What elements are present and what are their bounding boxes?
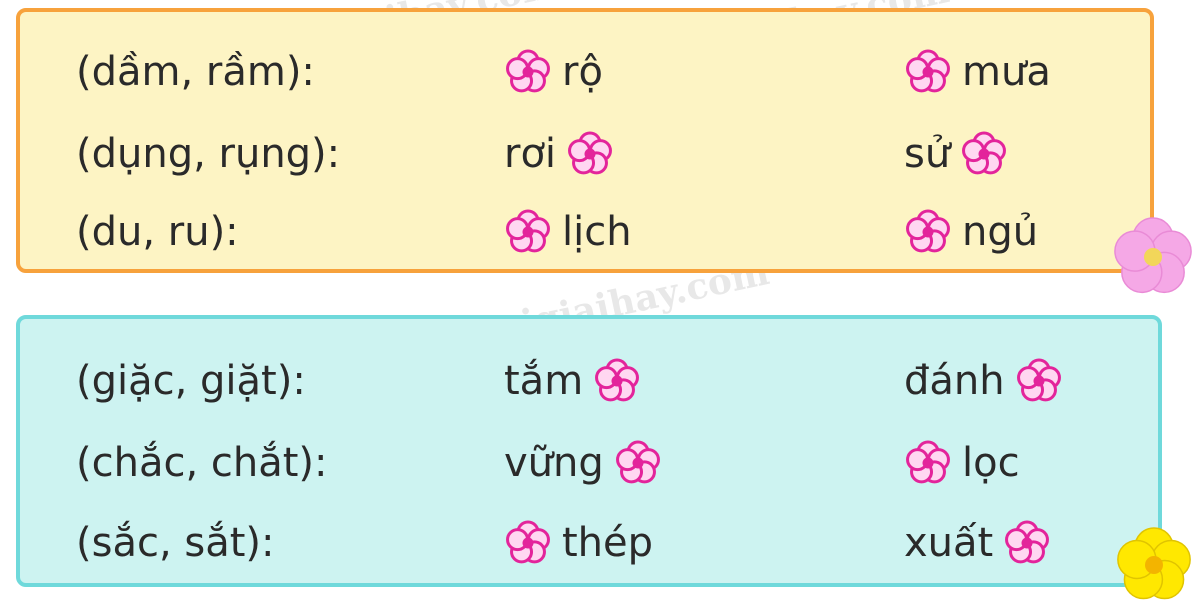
word-choice-label: (giặc, giặt):: [76, 358, 306, 404]
flower-blank-icon: [568, 131, 612, 175]
exercise-row: (chắc, chắt): vững lọc: [20, 433, 1158, 493]
phrase-blank-2: ngủ: [904, 202, 1038, 262]
word-text: mưa: [962, 49, 1051, 95]
exercise-row: (sắc, sắt): thép xuất: [20, 513, 1158, 573]
flower-blank-icon: [906, 49, 950, 93]
word-choice-label: (sắc, sắt):: [76, 520, 275, 566]
phrase-blank-2: đánh: [904, 351, 1063, 411]
word-text: tắm: [504, 358, 584, 404]
flower-blank-icon: [1016, 358, 1061, 402]
word-text: lịch: [562, 209, 632, 255]
word-text: ngủ: [962, 209, 1039, 255]
word-choice-label: (chắc, chắt):: [76, 440, 328, 486]
pink-flower-decoration: [1114, 217, 1192, 294]
word-choice-label: (dầm, rầm):: [76, 49, 315, 95]
flower-blank-icon: [615, 440, 660, 484]
exercise-row: (giặc, giặt): tắm đánh: [20, 351, 1158, 411]
word-text: rơi: [504, 131, 557, 177]
word-text: rộ: [562, 49, 603, 95]
phrase-blank-2: mưa: [904, 42, 1051, 102]
flower-blank-icon: [506, 49, 550, 93]
flower-blank-icon: [595, 358, 640, 402]
word-text: sử: [904, 131, 951, 177]
phrase-blank-1: rộ: [504, 42, 603, 102]
phrase-blank-1: lịch: [504, 202, 632, 262]
flower-blank-icon: [506, 209, 550, 253]
exercise-row: (dầm, rầm): rộ mưa: [20, 42, 1150, 102]
top-exercise-box: (dầm, rầm): rộ mưa (dụng, rụng): rơi sử (du, r…: [16, 8, 1154, 273]
exercise-row: (du, ru): lịch ngủ: [20, 202, 1150, 262]
flower-blank-icon: [906, 440, 950, 484]
word-text: thép: [562, 520, 654, 566]
word-text: lọc: [962, 440, 1020, 486]
phrase-blank-1: vững: [504, 433, 662, 493]
bottom-exercise-box: (giặc, giặt): tắm đánh (chắc, chắt): vững lọc…: [16, 315, 1162, 587]
flower-blank-icon: [506, 520, 550, 564]
word-choice-label: (dụng, rụng):: [76, 131, 341, 177]
word-text: vững: [504, 440, 604, 486]
word-text: đánh: [904, 358, 1005, 404]
exercise-row: (dụng, rụng): rơi sử: [20, 124, 1150, 184]
phrase-blank-1: tắm: [504, 351, 641, 411]
yellow-flower-decoration: [1117, 527, 1191, 600]
word-choice-label: (du, ru):: [76, 209, 239, 255]
phrase-blank-2: xuất: [904, 513, 1051, 573]
phrase-blank-2: sử: [904, 124, 1008, 184]
word-text: xuất: [904, 520, 994, 566]
phrase-blank-1: thép: [504, 513, 653, 573]
flower-blank-icon: [1005, 520, 1050, 564]
phrase-blank-2: lọc: [904, 433, 1020, 493]
flower-blank-icon: [906, 209, 950, 253]
flower-blank-icon: [962, 131, 1007, 175]
phrase-blank-1: rơi: [504, 124, 614, 184]
